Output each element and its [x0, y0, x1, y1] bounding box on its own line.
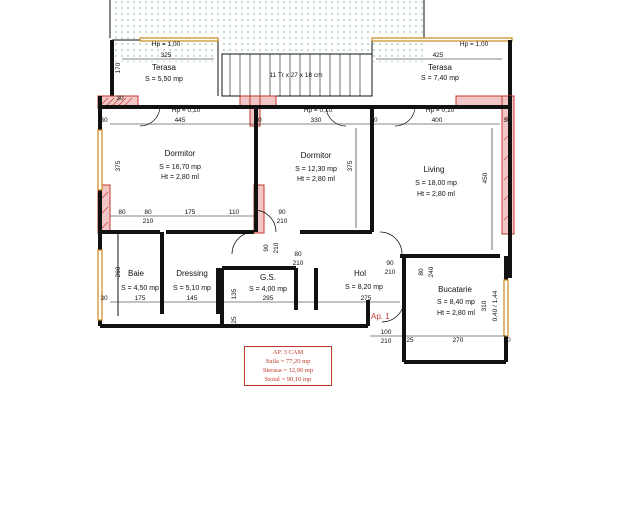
dim-label: 175 [135, 295, 146, 302]
dim-label: 30 [370, 117, 378, 124]
area-summary-box: AP. 3 CAM Suila = 77,20 mp Sterasa = 12,… [244, 346, 332, 386]
dim-label: 25 [231, 316, 238, 324]
terrace-right [371, 37, 513, 96]
room-area-terasa-left: S = 5,50 mp [145, 76, 183, 83]
dim-label: 375 [347, 160, 354, 171]
dim-label: 0,40 / 1,44 [492, 290, 499, 321]
room-height-bucatarie: Ht = 2,80 ml [437, 310, 475, 317]
dim-label: 30 [254, 117, 262, 124]
dim-label: 110 [229, 209, 240, 216]
dim-label: 210 [381, 338, 392, 345]
room-area-dormitor-2: S = 12,30 mp [295, 166, 337, 173]
room-height-living: Ht = 2,80 ml [417, 191, 455, 198]
dim-label: 175 [185, 209, 196, 216]
room-area-bucatarie: S = 8,40 mp [437, 299, 475, 306]
dim-label: 25 [406, 337, 414, 344]
room-name-dormitor-2: Dormitor [301, 151, 332, 160]
room-height-dormitor-2: Ht = 2,80 ml [297, 176, 335, 183]
dim-label: 30 [100, 295, 108, 302]
dim-label: 90 [278, 209, 286, 216]
dim-label: 330 [311, 117, 322, 124]
hp-label: Hp = 0,10 [172, 107, 201, 114]
summary-sterasa: Sterasa = 12,90 mp [262, 367, 314, 374]
hp-label: Hp = 0,10 [304, 107, 333, 114]
room-name-dressing: Dressing [176, 269, 208, 278]
room-name-living: Living [424, 165, 445, 174]
main-walls [98, 96, 512, 364]
room-name-dormitor-1: Dormitor [165, 149, 196, 158]
dim-label: 210 [273, 242, 280, 253]
dim-label: 100 [381, 329, 392, 336]
window [97, 249, 103, 321]
summary-suila: Suila = 77,20 mp [265, 358, 311, 365]
dim-label: 90 [386, 260, 394, 267]
dim-label: 270 [453, 337, 464, 344]
dim-label: 80 [418, 268, 425, 276]
dim-label: 210 [143, 218, 154, 225]
room-name-terasa-left: Terasa [152, 63, 177, 72]
dim-label: 425 [433, 52, 444, 59]
stairs-label: 11 Tr x 27 x 18 cm [270, 72, 323, 79]
dim-label: 30 [100, 117, 108, 124]
garden-area [110, 0, 424, 62]
room-name-bucatarie: Bucatarie [438, 285, 472, 294]
dim-label: 145 [187, 295, 198, 302]
terrace-left [110, 37, 219, 96]
window [97, 129, 103, 191]
dim-label: 80 [144, 209, 152, 216]
dim-label: 135 [231, 288, 238, 299]
dim-label: 210 [277, 218, 288, 225]
window [503, 279, 509, 337]
dim-label: 240 [428, 266, 435, 277]
hp-label: Hp = 0,10 [426, 107, 455, 114]
dim-label: 275 [361, 295, 372, 302]
dim-label: 310 [481, 300, 488, 311]
dim-label: 30 [503, 117, 511, 124]
room-area-terasa-right: S = 7,40 mp [421, 75, 459, 82]
dim-label: 260 [115, 266, 122, 277]
stairs [221, 53, 373, 97]
room-name-baie: Baie [128, 269, 145, 278]
room-area-dormitor-1: S = 16,70 mp [159, 164, 201, 171]
dim-label: 445 [175, 117, 186, 124]
dim-label: 295 [263, 295, 274, 302]
dim-label: 210 [293, 260, 304, 267]
hp-label: Hp = 1,00 [152, 41, 181, 48]
dim-label: 375 [115, 160, 122, 171]
summary-stotal: Stotal = 90,10 mp [264, 376, 312, 383]
dim-label: 170 [115, 62, 122, 73]
room-area-gs: S = 4,00 mp [249, 286, 287, 293]
room-name-terasa-right: Terasa [428, 63, 453, 72]
dim-label: 325 [161, 52, 172, 59]
room-area-dressing: S = 5,10 mp [173, 285, 211, 292]
hp-label: Hp = 1,00 [460, 41, 489, 48]
room-area-living: S = 18,00 mp [415, 180, 457, 187]
dim-label: 80 [118, 209, 126, 216]
dim-label: 90 [263, 244, 270, 252]
dim-label: 30 [503, 337, 511, 344]
doors [139, 106, 416, 323]
dim-label: 210 [385, 269, 396, 276]
dim-label: 450 [482, 172, 489, 183]
dim-label: 400 [432, 117, 443, 124]
room-name-gs: G.S. [260, 273, 276, 282]
room-area-hol: S = 8,20 mp [345, 284, 383, 291]
dim-label: 30 [116, 95, 124, 102]
room-height-dormitor-1: Ht = 2,80 ml [161, 174, 199, 181]
dim-label: 80 [294, 251, 302, 258]
room-area-baie: S = 4,50 mp [121, 285, 159, 292]
summary-title: AP. 3 CAM [272, 349, 304, 356]
room-name-hol: Hol [354, 269, 366, 278]
apartment-label: Ap. 1 [371, 312, 390, 321]
